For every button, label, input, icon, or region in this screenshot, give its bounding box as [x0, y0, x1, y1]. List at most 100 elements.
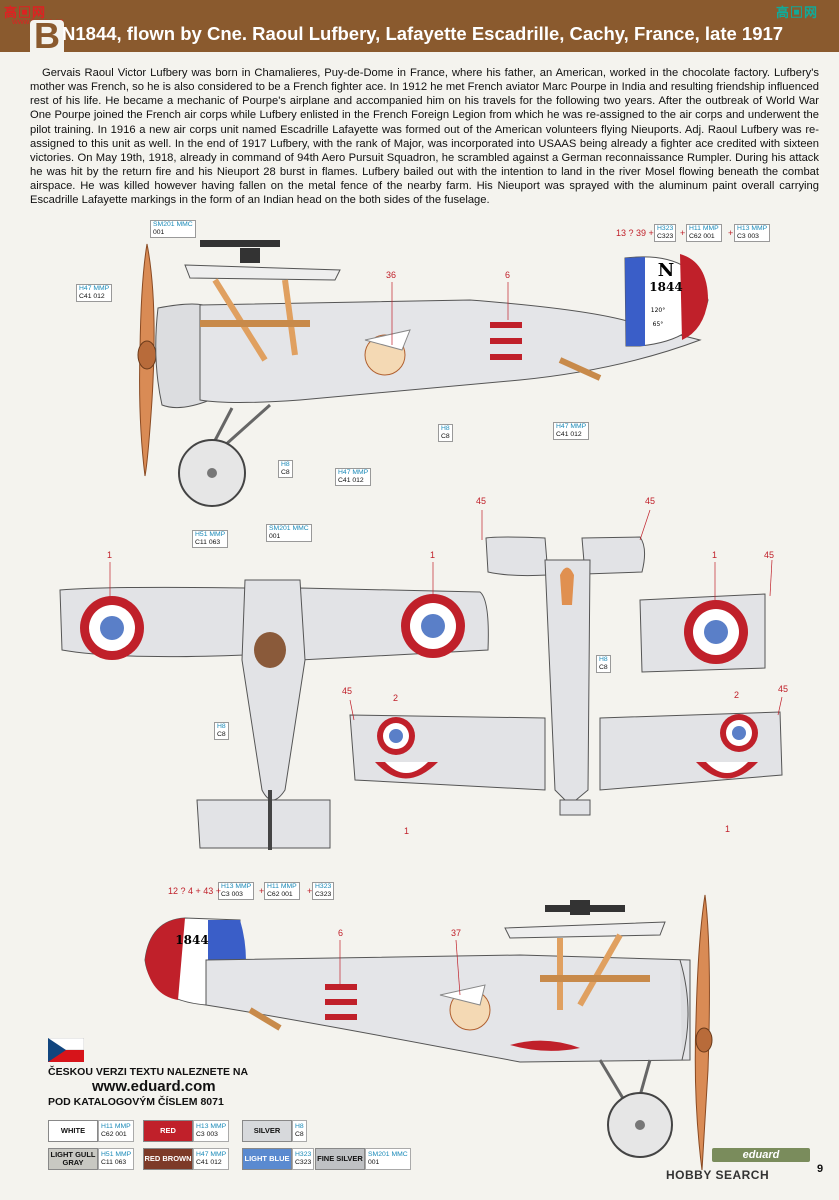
fin-serial-number: 1844 — [649, 280, 682, 294]
decal-number: 45 — [476, 496, 487, 506]
callout-value: 003 — [231, 891, 243, 898]
hobby-search-watermark: HOBBY SEARCH — [666, 1168, 770, 1182]
callout-code: MMP — [570, 423, 587, 430]
callout-value: C3 — [737, 233, 746, 240]
callout-code: MMC — [292, 525, 309, 532]
callout-code: H51 — [195, 531, 208, 538]
page-title: N1844, flown by Cne. Raoul Lufbery, Lafa… — [62, 23, 784, 44]
callout-code: H47 — [79, 285, 92, 292]
header-bar — [0, 0, 839, 52]
legend-code-bottom: C11 — [101, 1159, 113, 1166]
fin-detail-1: 120° — [651, 307, 665, 314]
callout-code: MMP — [235, 883, 252, 890]
decal-number: 1 — [712, 550, 718, 560]
callout-value: C8 — [599, 664, 608, 671]
decal-number: 37 — [451, 928, 462, 938]
czech-version-note: ČESKOU VERZI TEXTU NALEZNETE NA — [48, 1066, 249, 1078]
legend-code-top: SM201 — [368, 1151, 390, 1158]
legend-code-bottom: C8 — [295, 1131, 304, 1138]
decal-number: 2 — [393, 693, 399, 703]
callout-code: SM201 — [153, 221, 175, 228]
plan-view-top — [59, 536, 783, 850]
fin-serial-number-right: 1844 — [175, 933, 208, 947]
callout-value: C11 — [195, 539, 207, 546]
fin-serial-letter: N — [658, 260, 674, 281]
legend-swatch: WHITE — [48, 1120, 98, 1142]
legend-code-mmp: MMP — [210, 1123, 227, 1130]
decal-number: 13 ? 39 + — [616, 228, 654, 238]
legend-code-number: 012 — [210, 1159, 222, 1166]
legend-swatch: SILVER — [242, 1120, 292, 1142]
legend-code-bottom: C3 — [196, 1131, 205, 1138]
decal-number: 45 — [645, 496, 656, 506]
decal-plus: + — [680, 228, 686, 238]
decal-number: 6 — [505, 270, 511, 280]
callout-value: C3 — [221, 891, 230, 898]
decal-plus: + — [728, 228, 734, 238]
callout-value: 001 — [269, 533, 281, 540]
legend-code-top: H8 — [295, 1123, 304, 1130]
legend-code-number: 001 — [368, 1159, 380, 1166]
callout-code: H13 — [737, 225, 750, 232]
callout-value: C41 — [338, 477, 351, 484]
watermark-logo-left: 高▣网 — [4, 5, 47, 20]
decal-number: 1 — [430, 550, 436, 560]
callout-code: H323 — [315, 883, 332, 890]
legend-code-mmp: MMC — [391, 1151, 408, 1158]
side-view-right — [144, 894, 713, 1171]
callout-code: H11 — [267, 883, 279, 890]
legend-swatch: RED BROWN — [143, 1148, 193, 1170]
legend-swatch: LIGHT GULL GRAY — [48, 1148, 98, 1170]
decal-number: 1 — [404, 826, 410, 836]
callout-value: C41 — [556, 431, 569, 438]
callout-code: MMP — [209, 531, 226, 538]
legend-code-top: H13 — [196, 1123, 209, 1130]
legend-code-top: H11 — [101, 1123, 113, 1130]
callout-value: C8 — [281, 469, 290, 476]
callout-code: MMP — [352, 469, 369, 476]
profile-letter: B — [34, 15, 60, 56]
callout-code: H8 — [217, 723, 226, 730]
legend-code-top: H323 — [295, 1151, 312, 1158]
decal-plus: + — [259, 886, 265, 896]
callout-value: 012 — [352, 477, 364, 484]
legend-code-mmp: MMP — [210, 1151, 227, 1158]
callout-value: C8 — [441, 433, 450, 440]
decal-number: 1 — [725, 824, 731, 834]
decal-number: 45 — [764, 550, 775, 560]
callout-value: 012 — [570, 431, 582, 438]
czech-flag-icon — [48, 1038, 84, 1062]
callout-value: C62 — [267, 891, 280, 898]
callout-code: MMC — [176, 221, 193, 228]
fin-detail-2: 65° — [653, 321, 664, 328]
page-number: 9 — [817, 1163, 824, 1175]
callout-value: C323 — [657, 233, 674, 240]
legend-code-mmp: MMP — [114, 1123, 131, 1130]
callout-value: 063 — [208, 539, 221, 546]
callout-code: H11 — [689, 225, 701, 232]
decal-number: 45 — [778, 684, 789, 694]
leader-lines — [109, 282, 783, 996]
callout-code: MMP — [751, 225, 768, 232]
decal-number: 1 — [107, 550, 113, 560]
callout-value: 012 — [93, 293, 105, 300]
decal-number: 36 — [386, 270, 397, 280]
legend-code-top: H51 — [101, 1151, 114, 1158]
decal-number: 45 — [342, 686, 353, 696]
